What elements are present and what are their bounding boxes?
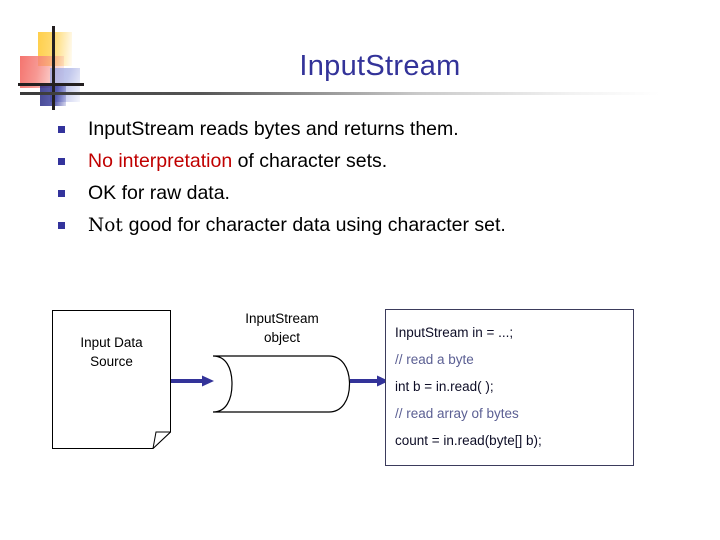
bullet-square-icon	[58, 222, 65, 229]
input-data-source-label: Input Data Source	[52, 333, 171, 371]
list-item: No interpretation of character sets.	[52, 145, 672, 177]
code-line: InputStream in = ...;	[395, 325, 514, 340]
arrow-source-to-stream	[171, 374, 215, 392]
inputstream-object-label: InputStream object	[206, 309, 358, 347]
bullet-square-icon	[58, 190, 65, 197]
list-item: OK for raw data.	[52, 177, 672, 209]
header-divider	[20, 92, 660, 95]
page-title: InputStream	[299, 50, 461, 82]
code-comment-line: // read a byte	[395, 352, 474, 367]
source-label-line-2: Source	[90, 354, 133, 369]
bullet-text-monospace: Not	[88, 215, 129, 236]
bullet-text: of character sets.	[232, 150, 388, 172]
logo-vertical-bar	[52, 26, 55, 110]
bullet-text-emphasis: No interpretation	[88, 150, 233, 172]
code-comment-line: // read array of bytes	[395, 406, 519, 421]
inputstream-object-shape	[211, 355, 351, 413]
bullet-text: OK for raw data.	[88, 182, 230, 204]
code-line: count = in.read(byte[] b);	[395, 433, 542, 448]
bullet-square-icon	[58, 126, 65, 133]
logo-horizontal-bar	[18, 83, 84, 86]
stream-label-line-2: object	[263, 330, 301, 345]
bullet-list: InputStream reads bytes and returns them…	[52, 113, 672, 241]
bullet-text: InputStream reads bytes and returns them…	[88, 118, 459, 140]
code-line: int b = in.read( );	[395, 379, 494, 394]
stream-flow-diagram: Input Data Source InputStream object	[0, 295, 720, 495]
source-label-line-1: Input Data	[80, 335, 143, 350]
arrow-stream-to-code	[350, 374, 390, 392]
list-item: Not good for character data using charac…	[52, 209, 672, 241]
stream-label-line-1: InputStream	[245, 311, 319, 326]
list-item: InputStream reads bytes and returns them…	[52, 113, 672, 145]
decorative-logo-mark	[18, 26, 94, 112]
input-data-source-shape	[52, 310, 171, 449]
code-snippet-box: InputStream in = ...; // read a byte int…	[385, 309, 634, 466]
bullet-text: good for character data using character …	[128, 214, 506, 236]
bullet-square-icon	[58, 158, 65, 165]
